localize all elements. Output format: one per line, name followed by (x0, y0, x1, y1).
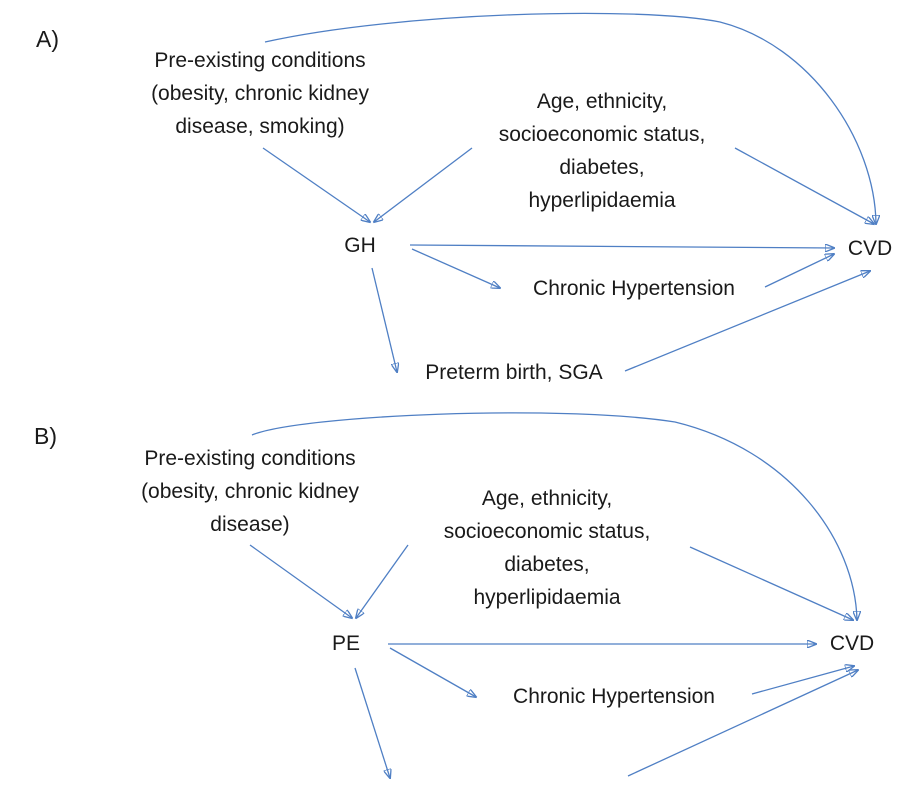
node-a-chronic-hypertension: Chronic Hypertension (533, 277, 735, 300)
node-b-chronic-hypertension: Chronic Hypertension (513, 685, 715, 708)
arrow-b-pe-to-hypertension (389, 647, 476, 697)
arrow-b-covariates-to-cvd (689, 546, 853, 620)
arrow-b-covariates-to-pe (356, 544, 409, 618)
arrow-a-hypertension-to-cvd (764, 254, 834, 288)
node-a-exposure-gh: GH (344, 234, 376, 257)
node-a-preterm-birth-sga: Preterm birth, SGA (425, 361, 603, 384)
arrow-b-hypertension-to-cvd (751, 666, 854, 695)
node-b-preexisting-conditions: Pre-existing conditions (obesity, chroni… (141, 447, 359, 536)
arrow-b-pe-to-birth (354, 667, 390, 778)
arrow-a-gh-to-cvd (409, 245, 834, 248)
arrow-b-preexisting-to-cvd (251, 412, 857, 620)
arrow-a-covariates-to-cvd (734, 147, 874, 224)
arrow-a-covariates-to-gh (374, 147, 473, 222)
node-a-outcome-cvd: CVD (847, 237, 893, 260)
node-b-outcome-cvd: CVD (829, 632, 875, 655)
arrow-a-gh-to-birth (371, 267, 397, 372)
arrow-a-preexisting-to-gh (262, 147, 370, 222)
arrow-b-birth-to-cvd (627, 670, 858, 777)
panel-label-a: A) (36, 26, 59, 52)
node-b-exposure-pe: PE (331, 632, 360, 655)
arrow-a-birth-to-cvd (624, 271, 870, 372)
arrow-a-preexisting-to-cvd (264, 12, 876, 224)
node-a-covariates: Age, ethnicity, socioeconomic status, di… (498, 90, 706, 212)
arrow-b-preexisting-to-pe (249, 544, 352, 618)
arrow-a-gh-to-hypertension (411, 248, 500, 288)
node-b-covariates: Age, ethnicity, socioeconomic status, di… (443, 487, 651, 609)
panel-label-b: B) (34, 423, 57, 449)
node-a-preexisting-conditions: Pre-existing conditions (obesity, chroni… (151, 49, 369, 138)
